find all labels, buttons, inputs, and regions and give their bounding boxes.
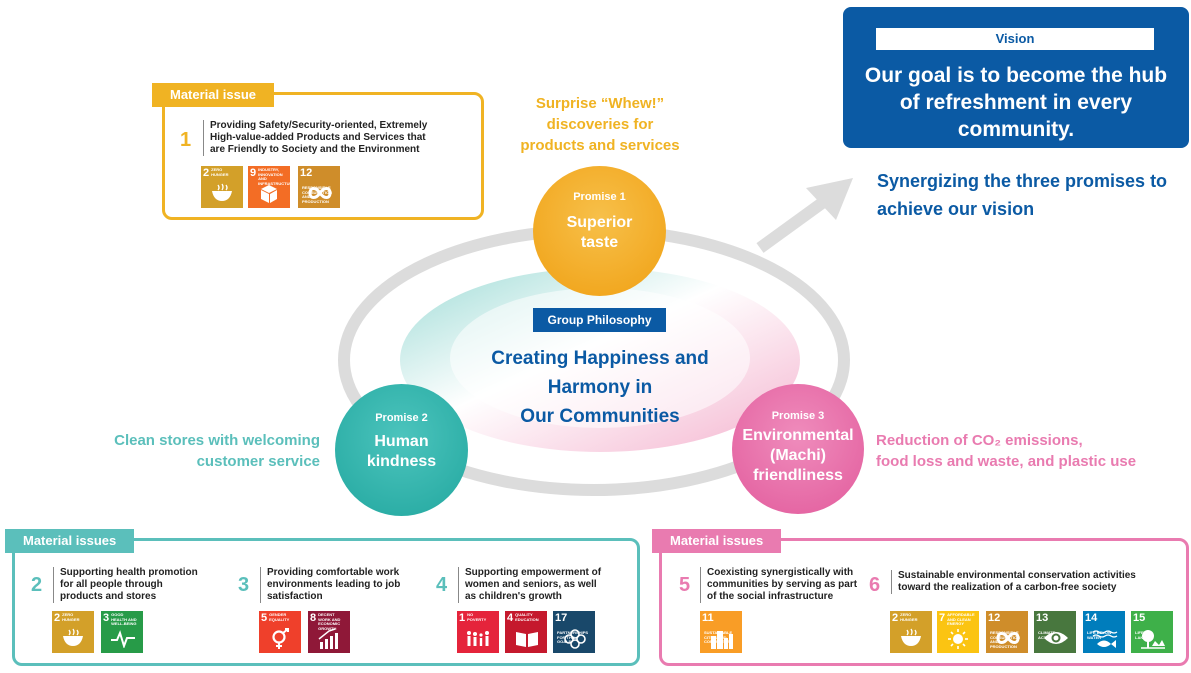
issue-number: 1	[180, 129, 192, 151]
sdg-14-icon: 14LIFE BELOW WATER	[1083, 611, 1125, 653]
sdg-13-icon: 13CLIMATE ACTION	[1034, 611, 1076, 653]
material-issues-tag: Material issues	[652, 529, 782, 553]
philosophy-line: Creating Happiness and	[491, 348, 709, 369]
promise-2-label: Promise 2	[375, 412, 428, 424]
philosophy-text: Creating Happiness and Harmony in Our Co…	[440, 344, 760, 431]
sdg-15-icon: 15LIFE ON LAND	[1131, 611, 1173, 653]
philosophy-line: Harmony in	[547, 377, 653, 398]
issue-text: Sustainable environmental conservation a…	[891, 570, 1171, 594]
material-issue-tag: Material issue	[152, 83, 274, 107]
promise-1-label: Promise 1	[573, 191, 626, 203]
sdg-11-icon: 11SUSTAINABLE CITIES AND COMMUNITIES	[700, 611, 742, 653]
issue-number: 4	[436, 574, 448, 596]
material-issues-tag: Material issues	[5, 529, 135, 553]
issue-number: 2	[31, 574, 43, 596]
synergy-text: Synergizing the three promises to achiev…	[877, 171, 1168, 219]
issue-text: Supporting empowerment of women and seni…	[458, 567, 608, 603]
vision-tag: Vision	[876, 28, 1154, 50]
issue-text: Supporting health promotion for all peop…	[53, 567, 203, 603]
vision-text: Our goal is to become the hub of refresh…	[864, 64, 1168, 141]
issue-text: Coexisting synergistically with communit…	[700, 567, 860, 603]
issue-text: Providing comfortable work environments …	[260, 567, 410, 603]
issue-text: Providing Safety/Security-oriented, Extr…	[203, 120, 443, 156]
philosophy-line: Our Communities	[520, 406, 680, 427]
promise-3-circle: Promise 3 Environmental(Machi)friendline…	[732, 384, 864, 514]
arrow-head	[806, 178, 853, 220]
promise-3-desc: Reduction of CO₂ emissions,food loss and…	[876, 432, 1137, 470]
issue-number: 6	[869, 574, 881, 596]
sdg-12-icon: 12RESPONSIBLE CONSUMPTION AND PRODUCTION	[298, 166, 340, 208]
sdg-17-icon: 17PARTNERSHIPS FOR THE GOALS	[553, 611, 595, 653]
sdg-12-icon: 12RESPONSIBLE CONSUMPTION AND PRODUCTION	[986, 611, 1028, 653]
promise-3-label: Promise 3	[771, 410, 825, 422]
group-philosophy-tag: Group Philosophy	[533, 308, 666, 332]
issue-number: 5	[679, 574, 691, 596]
promise-3-title: Environmental(Machi)friendliness	[742, 427, 854, 484]
vision-box: Vision Our goal is to become the hub of …	[843, 7, 1189, 148]
issue-number: 3	[238, 574, 250, 596]
